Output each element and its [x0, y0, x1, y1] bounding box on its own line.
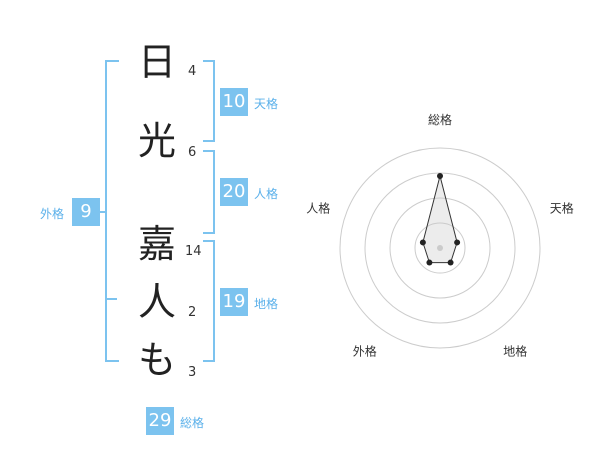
gaikaku-value: 9 [72, 198, 100, 226]
radar-axis-label: 天格 [550, 200, 574, 215]
soukaku-value: 29 [146, 407, 174, 435]
name-char-5: も [137, 338, 176, 382]
gaikaku-bracket [105, 60, 119, 362]
radar-axis-label: 外格 [353, 344, 377, 359]
radar-point [454, 239, 461, 246]
radar-point [426, 259, 433, 266]
radar-ring [414, 222, 466, 274]
jinkaku-label: 人格 [254, 187, 279, 201]
soukaku-label: 総格 [180, 416, 205, 430]
radar-point [419, 239, 426, 246]
tenkaku-value: 10 [220, 88, 248, 116]
stroke-count-1: 4 [188, 64, 197, 79]
name-char-3: 嘉 [137, 222, 176, 266]
gaikaku-label: 外格 [40, 207, 65, 221]
stroke-count-5: 3 [188, 365, 197, 380]
radar-point [447, 259, 454, 266]
name-char-2: 光 [137, 119, 176, 163]
chikaku-label: 地格 [254, 297, 279, 311]
gaikaku-split [107, 298, 117, 300]
tenkaku-bracket [203, 60, 215, 142]
name-char-4: 人 [137, 280, 176, 324]
radar-polygon [422, 175, 458, 264]
name-char-1: 日 [137, 40, 176, 84]
chikaku-value: 19 [220, 288, 248, 316]
radar-point [437, 173, 443, 179]
stroke-count-2: 6 [188, 145, 197, 160]
jinkaku-value: 20 [220, 178, 248, 206]
radar-center [437, 245, 443, 251]
radar-ring [389, 197, 491, 299]
stroke-count-4: 2 [188, 305, 197, 320]
jinkaku-bracket [203, 150, 215, 234]
tenkaku-label: 天格 [254, 97, 279, 111]
radar-axis-label: 総格 [428, 112, 452, 127]
radar-ring [339, 147, 541, 349]
chikaku-bracket [203, 240, 215, 362]
radar-axis-label: 人格 [306, 200, 330, 215]
radar-axis-label: 地格 [503, 344, 527, 359]
gaikaku-tick [95, 211, 105, 213]
stroke-count-3: 14 [185, 244, 202, 259]
